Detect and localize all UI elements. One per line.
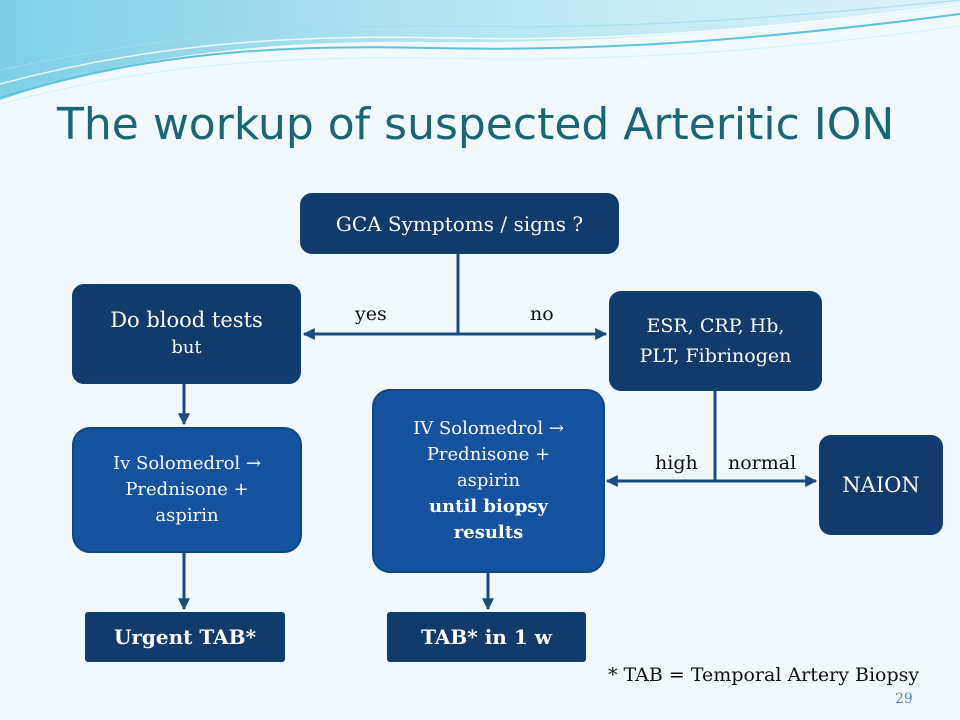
iv-center-line3: aspirin bbox=[456, 470, 521, 491]
iv-left-line1: Iv Solomedrol → bbox=[112, 453, 261, 474]
tab-1w-text: TAB* in 1 w bbox=[421, 625, 552, 649]
iv-center-line5: results bbox=[453, 522, 524, 543]
esr-line1: ESR, CRP, Hb, bbox=[646, 315, 785, 337]
blood-tests-box: Do blood tests but bbox=[72, 284, 301, 384]
blood-tests-line2: but bbox=[171, 337, 202, 358]
wave-decoration bbox=[0, 0, 960, 105]
label-normal: normal bbox=[728, 452, 797, 474]
iv-left-line2: Prednisone + bbox=[125, 479, 249, 500]
naion-text: NAION bbox=[842, 473, 920, 497]
slide-title: The workup of suspected Arteritic ION bbox=[57, 99, 895, 150]
iv-solomedrol-center-box: IV Solomedrol → Prednisone + aspirin unt… bbox=[372, 389, 605, 573]
iv-solomedrol-left-box: Iv Solomedrol → Prednisone + aspirin bbox=[72, 427, 302, 553]
tab-1w-box: TAB* in 1 w bbox=[387, 612, 586, 662]
urgent-tab-text: Urgent TAB* bbox=[113, 625, 257, 649]
gca-symptoms-text: GCA Symptoms / signs ? bbox=[335, 211, 584, 236]
esr-line2: PLT, Fibrinogen bbox=[639, 345, 792, 367]
page-number: 29 bbox=[895, 691, 913, 707]
label-no: no bbox=[530, 303, 554, 325]
naion-box: NAION bbox=[819, 435, 943, 535]
esr-crp-box: ESR, CRP, Hb, PLT, Fibrinogen bbox=[609, 291, 822, 391]
iv-center-line1: IV Solomedrol → bbox=[413, 418, 564, 439]
blood-tests-line1: Do blood tests bbox=[110, 308, 263, 332]
label-high: high bbox=[655, 452, 698, 474]
urgent-tab-box: Urgent TAB* bbox=[85, 612, 285, 662]
iv-left-line3: aspirin bbox=[155, 505, 219, 526]
iv-center-line2: Prednisone + bbox=[426, 444, 551, 465]
iv-center-line4: until biopsy bbox=[428, 496, 549, 517]
gca-symptoms-box: GCA Symptoms / signs ? bbox=[300, 193, 619, 254]
label-yes: yes bbox=[355, 303, 387, 325]
footnote: * TAB = Temporal Artery Biopsy bbox=[608, 664, 920, 686]
